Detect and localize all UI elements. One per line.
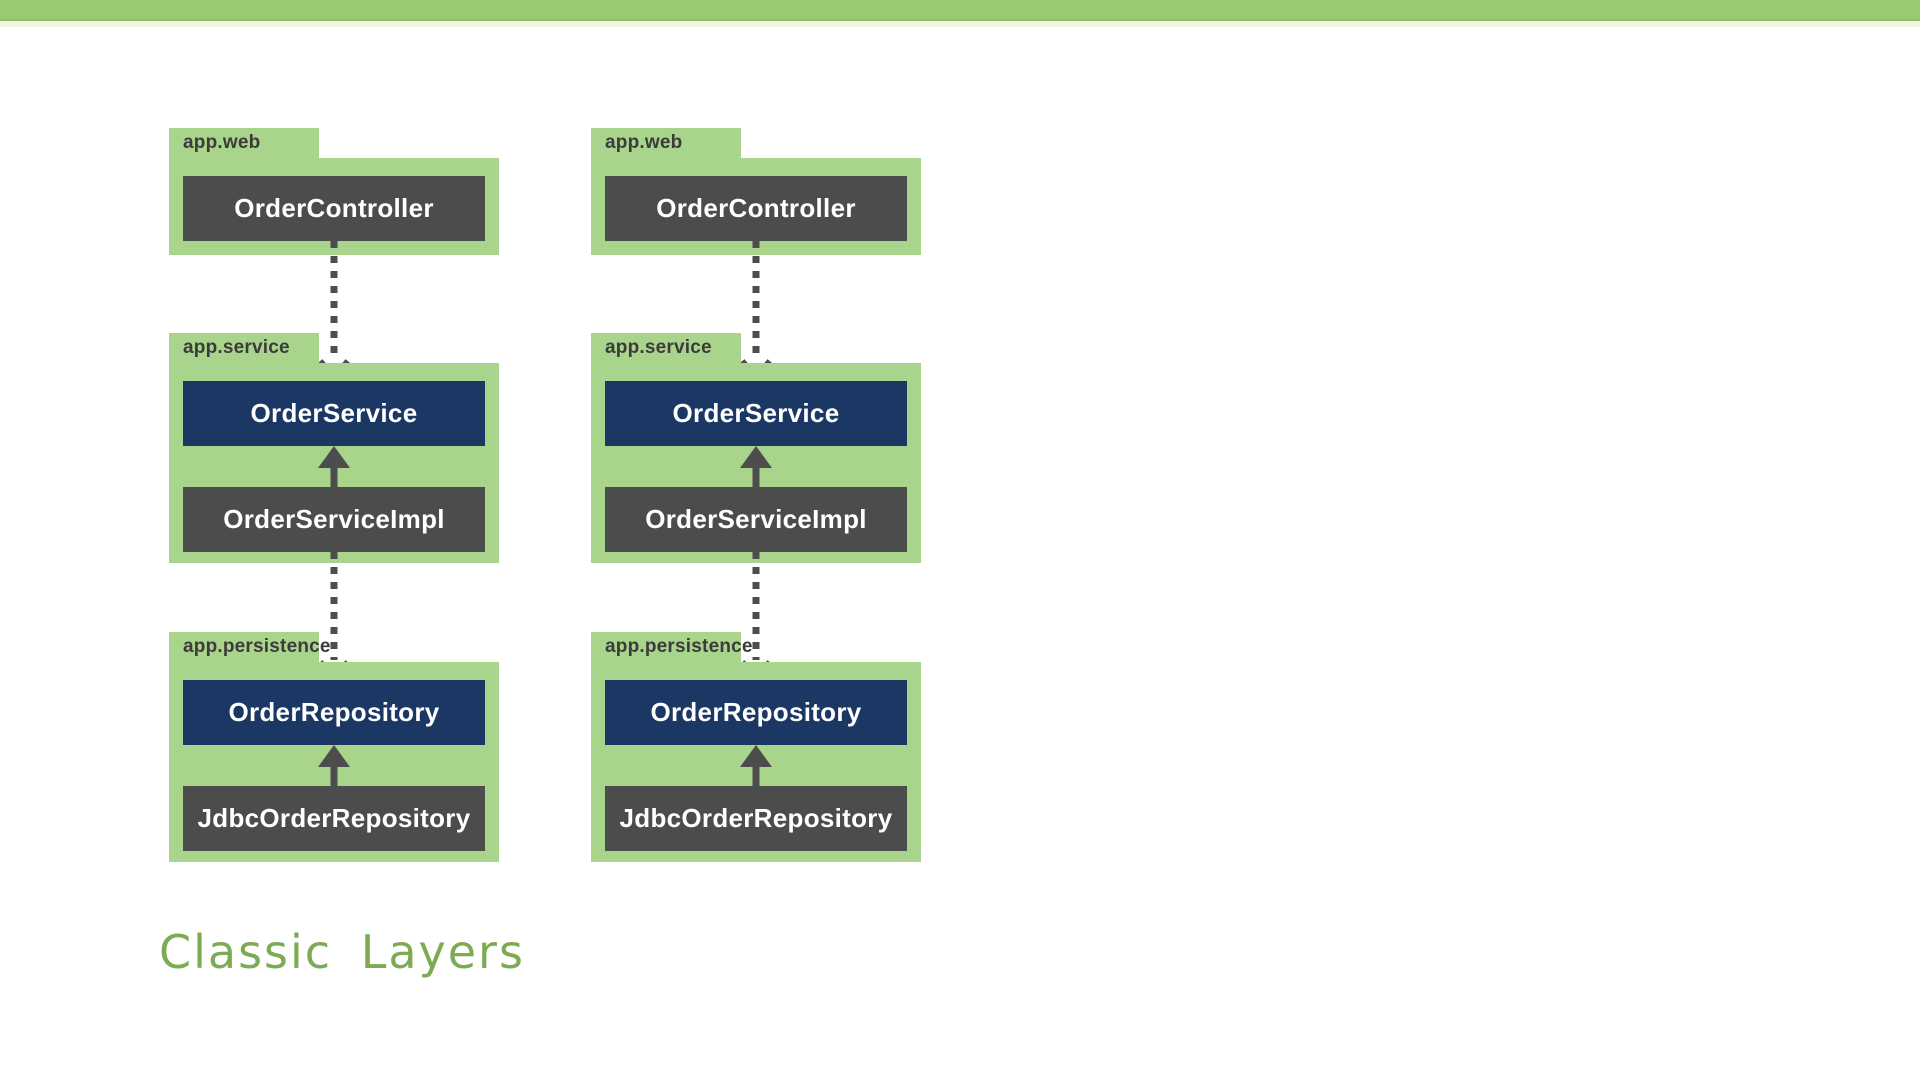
realization-arrow-jdbcrepo-to-repo xyxy=(740,745,772,790)
package-label: app.persistence xyxy=(183,636,331,657)
package-diagram-left: app.web OrderController app.service Orde… xyxy=(169,0,499,900)
package-body-app-persistence: OrderRepository JdbcOrderRepository xyxy=(591,662,921,862)
class-box-orderserviceimpl: OrderServiceImpl xyxy=(605,487,907,552)
package-tab-app-web: app.web xyxy=(591,128,741,158)
class-box-ordercontroller: OrderController xyxy=(183,176,485,241)
package-label: app.service xyxy=(605,337,712,358)
package-tab-app-persistence: app.persistence xyxy=(591,632,752,662)
interface-box-orderrepository: OrderRepository xyxy=(605,680,907,745)
package-label: app.service xyxy=(183,337,290,358)
package-body-app-web: OrderController xyxy=(169,158,499,255)
package-diagram-right: app.web OrderController app.service Orde… xyxy=(591,0,921,900)
slide-caption: Classic Layers xyxy=(159,925,525,979)
package-label: app.web xyxy=(183,132,261,153)
class-name: JdbcOrderRepository xyxy=(619,803,893,833)
class-box-ordercontroller: OrderController xyxy=(605,176,907,241)
package-tab-app-web: app.web xyxy=(169,128,319,158)
class-name: OrderController xyxy=(656,193,856,223)
package-tab-app-persistence: app.persistence xyxy=(169,632,330,662)
package-body-app-service: OrderService OrderServiceImpl xyxy=(169,363,499,563)
class-name: OrderController xyxy=(234,193,434,223)
class-box-jdbcorderrepository: JdbcOrderRepository xyxy=(183,786,485,851)
interface-box-orderservice: OrderService xyxy=(183,381,485,446)
class-name: OrderRepository xyxy=(228,697,440,727)
class-name: OrderService xyxy=(250,398,418,428)
class-name: JdbcOrderRepository xyxy=(197,803,471,833)
package-body-app-web: OrderController xyxy=(591,158,921,255)
package-body-app-persistence: OrderRepository JdbcOrderRepository xyxy=(169,662,499,862)
class-name: OrderService xyxy=(672,398,840,428)
class-box-orderserviceimpl: OrderServiceImpl xyxy=(183,487,485,552)
package-label: app.persistence xyxy=(605,636,753,657)
realization-arrow-serviceimpl-to-service xyxy=(318,446,350,491)
class-name: OrderServiceImpl xyxy=(645,504,867,534)
top-accent-bar xyxy=(0,0,1920,19)
class-name: OrderRepository xyxy=(650,697,862,727)
realization-arrow-serviceimpl-to-service xyxy=(740,446,772,491)
interface-box-orderrepository: OrderRepository xyxy=(183,680,485,745)
top-accent-bar-glow xyxy=(0,21,1920,27)
package-label: app.web xyxy=(605,132,683,153)
realization-arrow-jdbcrepo-to-repo xyxy=(318,745,350,790)
top-accent-bar-edge xyxy=(0,19,1920,21)
package-tab-app-service: app.service xyxy=(591,333,741,363)
package-tab-app-service: app.service xyxy=(169,333,319,363)
class-box-jdbcorderrepository: JdbcOrderRepository xyxy=(605,786,907,851)
class-name: OrderServiceImpl xyxy=(223,504,445,534)
interface-box-orderservice: OrderService xyxy=(605,381,907,446)
